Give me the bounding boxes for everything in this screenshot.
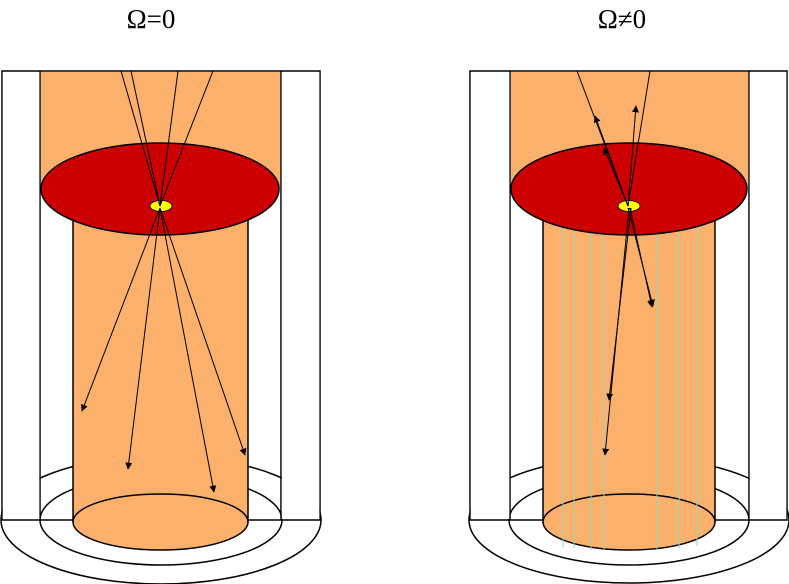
left-incoming-ray: [159, 70, 214, 207]
right-incoming-ray: [627, 70, 651, 207]
right-panel: Ω≠0: [468, 4, 789, 584]
left-wall-fill-right: [281, 72, 320, 519]
right-panel-title: Ω≠0: [598, 4, 646, 34]
left-incoming-ray: [130, 70, 161, 207]
right-column-bottom: [542, 493, 716, 551]
right-incoming-ray: [603, 147, 629, 207]
left-outgoing-arrow: [125, 207, 161, 470]
right-incoming-ray: [627, 105, 639, 207]
left-column-bottom: [72, 493, 249, 551]
left-wall-fill-left: [2, 72, 40, 519]
left-incoming-ray: [120, 70, 161, 207]
right-outgoing-arrows: [602, 207, 655, 456]
right-incoming-ray: [593, 115, 629, 207]
left-outgoing-arrows: [80, 207, 247, 493]
left-incoming-ray: [159, 70, 179, 207]
right-wall-fill-right: [749, 72, 787, 519]
left-panel: Ω=0: [0, 4, 322, 584]
left-accretion-disk: [40, 142, 280, 236]
left-panel-title: Ω=0: [127, 4, 176, 34]
right-outgoing-arrow: [629, 207, 655, 308]
right-lower-column: [542, 209, 716, 523]
left-outgoing-arrow: [159, 207, 217, 493]
right-field-lines: [562, 225, 698, 550]
right-wall-fill-left: [470, 72, 510, 519]
right-incoming-rays: [576, 70, 651, 207]
left-outgoing-arrow: [159, 207, 247, 456]
right-outgoing-arrow: [606, 207, 632, 401]
left-outgoing-arrow: [80, 207, 161, 412]
left-incoming-rays: [120, 70, 214, 207]
